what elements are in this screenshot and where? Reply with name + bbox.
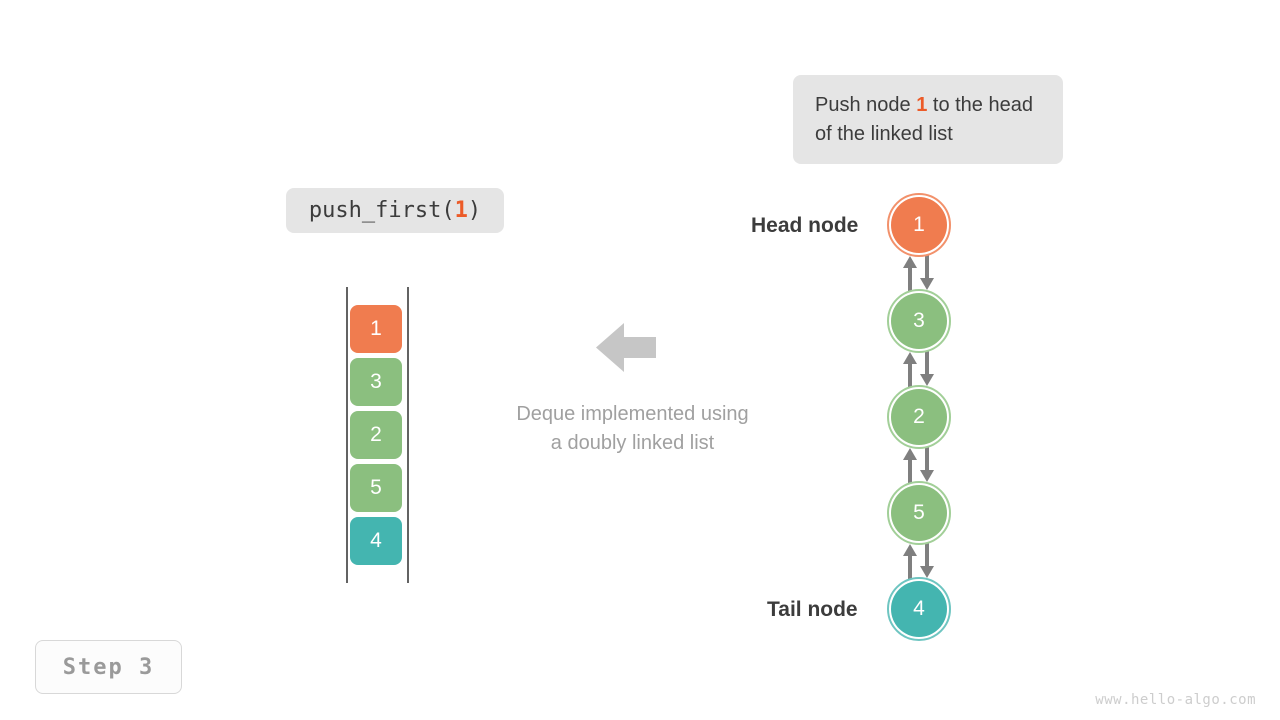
operation-callout-text-before: Push node bbox=[815, 94, 917, 116]
deque-box-value: 1 bbox=[370, 317, 382, 340]
linked-list-node-value: 1 bbox=[913, 213, 925, 236]
linked-list-node-ring bbox=[887, 577, 951, 641]
deque-box-value: 2 bbox=[370, 423, 382, 446]
operation-callout-highlight: 1 bbox=[916, 94, 928, 116]
prev-pointer-arrow bbox=[903, 448, 917, 483]
deque-box-value: 3 bbox=[370, 370, 382, 393]
linked-list-node-value: 2 bbox=[913, 405, 925, 428]
prev-pointer-arrow bbox=[903, 544, 917, 579]
linked-list-node: 3 bbox=[891, 293, 947, 349]
function-call-chip: push_first(1) bbox=[286, 188, 504, 233]
function-close-paren: ) bbox=[467, 198, 482, 223]
head-node-label: Head node bbox=[751, 214, 859, 237]
deque-box-value: 4 bbox=[370, 529, 382, 552]
next-pointer-arrow bbox=[920, 255, 934, 290]
deque-box: 5 bbox=[350, 464, 402, 512]
prev-pointer-arrow bbox=[903, 352, 917, 387]
center-caption-line2: a doubly linked list bbox=[550, 432, 715, 454]
operation-callout: Push node 1 to the head of the linked li… bbox=[793, 75, 1063, 164]
linked-list-node-ring bbox=[887, 289, 951, 353]
linked-list-node-value: 5 bbox=[913, 501, 925, 524]
linked-list-node: 1 bbox=[891, 197, 947, 253]
tail-node-label: Tail node bbox=[767, 598, 858, 621]
link-double-arrow bbox=[898, 543, 940, 579]
deque-rail-right bbox=[407, 287, 409, 583]
linked-list-node-value: 3 bbox=[913, 309, 925, 332]
deque-box: 3 bbox=[350, 358, 402, 406]
watermark: www.hello-algo.com bbox=[1095, 692, 1256, 708]
function-name: push_first( bbox=[308, 198, 455, 223]
center-caption: Deque implemented using a doubly linked … bbox=[455, 400, 810, 458]
deque-rail-left bbox=[346, 287, 348, 583]
deque-stack: 1 3 2 5 4 bbox=[340, 280, 420, 590]
operation-callout-text-after: to the head of the linked list bbox=[815, 94, 1033, 145]
linked-list-node: 5 bbox=[891, 485, 947, 541]
function-argument: 1 bbox=[454, 198, 468, 223]
prev-pointer-arrow bbox=[903, 256, 917, 291]
linked-list: 1 3 2 5 4 bbox=[860, 190, 990, 650]
linked-list-node: 4 bbox=[891, 581, 947, 637]
linked-list-node-ring bbox=[887, 385, 951, 449]
next-pointer-arrow bbox=[920, 447, 934, 482]
linked-list-node-value: 4 bbox=[913, 597, 925, 620]
next-pointer-arrow bbox=[920, 351, 934, 386]
link-double-arrow bbox=[898, 447, 940, 483]
linked-list-node-ring bbox=[887, 193, 951, 257]
linked-list-node: 2 bbox=[891, 389, 947, 445]
deque-box: 1 bbox=[350, 305, 402, 353]
deque-box: 2 bbox=[350, 411, 402, 459]
next-pointer-arrow bbox=[920, 543, 934, 578]
step-badge: Step 3 bbox=[35, 640, 182, 694]
deque-box-list: 1 3 2 5 4 bbox=[350, 305, 402, 570]
linked-list-node-ring bbox=[887, 481, 951, 545]
center-caption-line1: Deque implemented using bbox=[516, 403, 749, 425]
link-double-arrow bbox=[898, 351, 940, 387]
link-double-arrow bbox=[898, 255, 940, 291]
deque-box-value: 5 bbox=[370, 476, 382, 499]
deque-box: 4 bbox=[350, 517, 402, 565]
left-arrow-icon bbox=[596, 323, 656, 372]
